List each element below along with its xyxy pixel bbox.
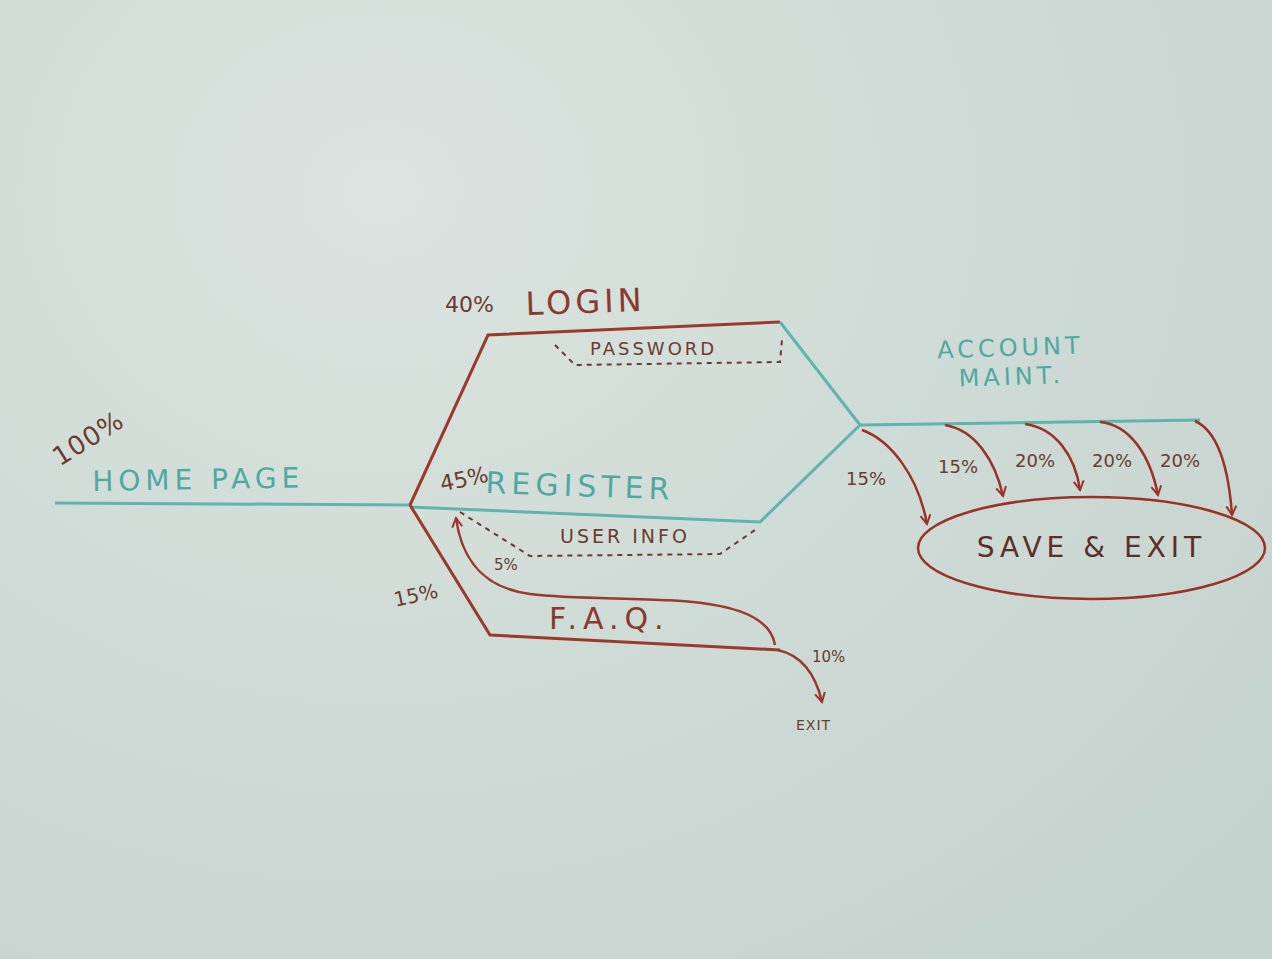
password-dash bbox=[555, 340, 782, 365]
handwritten-label: 5% bbox=[494, 558, 518, 573]
user-info-dash bbox=[460, 512, 755, 556]
handwritten-label: F.A.Q. bbox=[549, 604, 670, 634]
handwritten-label: EXIT bbox=[796, 718, 831, 732]
handwritten-label: 100% bbox=[48, 406, 128, 470]
faq-return-arrow bbox=[456, 518, 775, 645]
handwritten-label: USER INFO bbox=[560, 527, 690, 546]
handwritten-label: 15% bbox=[938, 458, 978, 476]
node-text: SAVE & EXIT bbox=[977, 534, 1206, 562]
handwritten-label: 20% bbox=[1092, 452, 1132, 470]
handwritten-label: 40% bbox=[445, 294, 494, 316]
handwritten-label: 15% bbox=[846, 470, 886, 488]
faq-line bbox=[410, 505, 780, 650]
register-line bbox=[410, 425, 860, 522]
handwritten-label: 20% bbox=[1015, 452, 1055, 470]
handwritten-label: 45% bbox=[438, 464, 490, 496]
handwritten-label: LOGIN bbox=[525, 284, 646, 320]
login-join bbox=[780, 322, 860, 425]
terminal-ellipse: SAVE & EXIT bbox=[915, 494, 1268, 602]
handwritten-label: 15% bbox=[392, 581, 440, 610]
handwritten-label: 20% bbox=[1160, 452, 1200, 470]
handwritten-label: PASSWORD bbox=[590, 340, 717, 358]
login-line bbox=[410, 322, 780, 505]
handwritten-label: ACCOUNT MAINT. bbox=[890, 330, 1132, 396]
handwritten-label: 10% bbox=[812, 650, 845, 665]
handwritten-label: HOME PAGE bbox=[92, 464, 304, 496]
home-line bbox=[55, 503, 410, 505]
handwritten-label: REGISTER bbox=[485, 468, 675, 505]
save-arrow bbox=[1195, 421, 1232, 515]
